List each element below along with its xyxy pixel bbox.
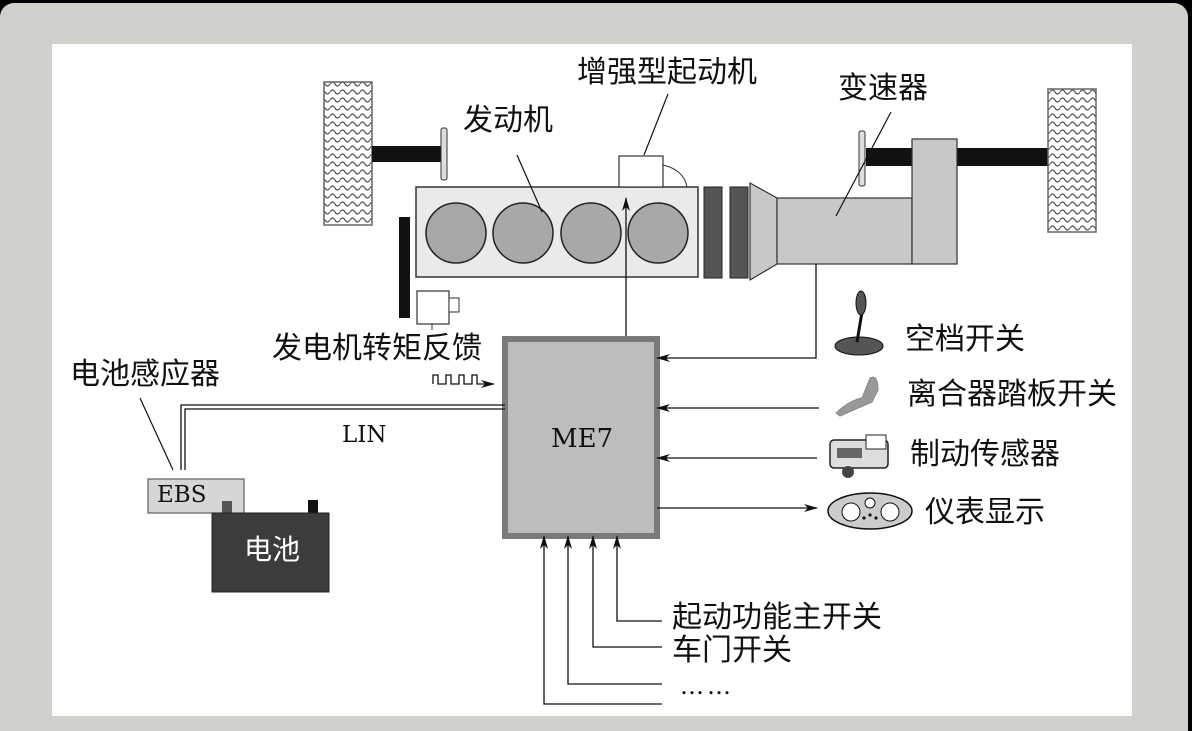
start-main-switch-label: 起动功能主开关 <box>672 600 882 635</box>
clutch-switch-label: 离合器踏板开关 <box>907 377 1117 412</box>
brake-sensor-icon <box>829 434 889 478</box>
ecu-box <box>502 336 660 539</box>
brake-sensor-label: 制动传感器 <box>910 437 1060 472</box>
gear-lever-icon <box>834 290 884 356</box>
right-disc <box>858 130 866 187</box>
instrument-cluster-icon <box>827 492 913 530</box>
clutch-pedal-icon <box>835 376 879 417</box>
battery <box>211 512 330 593</box>
ebs-label: EBS <box>157 482 207 508</box>
starter-motor <box>618 155 664 188</box>
bell-housing <box>749 181 778 282</box>
transmission-label: 变速器 <box>838 71 928 106</box>
transmission-case <box>911 138 958 265</box>
cylinder <box>560 202 622 264</box>
cylinder <box>425 202 487 264</box>
cylinder <box>492 202 554 264</box>
pulse-signal <box>432 374 495 388</box>
transmission-body <box>776 197 913 265</box>
belt <box>399 217 410 318</box>
ellipsis-label: …… <box>680 672 734 700</box>
clutch-plate <box>703 186 723 279</box>
left-disc <box>440 127 448 181</box>
battery-sensor-label: 电池感应器 <box>70 357 220 392</box>
engine-label: 发动机 <box>463 103 553 138</box>
neutral-switch-label: 空档开关 <box>905 322 1025 357</box>
generator-feedback-label: 发电机转矩反馈 <box>272 331 482 366</box>
door-switch-label: 车门开关 <box>672 633 792 668</box>
right-wheel <box>1047 88 1097 233</box>
starter-label: 增强型起动机 <box>577 55 757 90</box>
clutch-plate <box>729 186 749 279</box>
lin-label: LIN <box>342 422 387 448</box>
left-wheel <box>323 81 373 226</box>
left-axle <box>372 146 444 162</box>
instrument-display-label: 仪表显示 <box>925 495 1045 530</box>
ecu-label: ME7 <box>551 424 614 454</box>
battery-label: 电池 <box>244 533 301 566</box>
generator <box>416 290 450 325</box>
cylinder <box>627 202 689 264</box>
